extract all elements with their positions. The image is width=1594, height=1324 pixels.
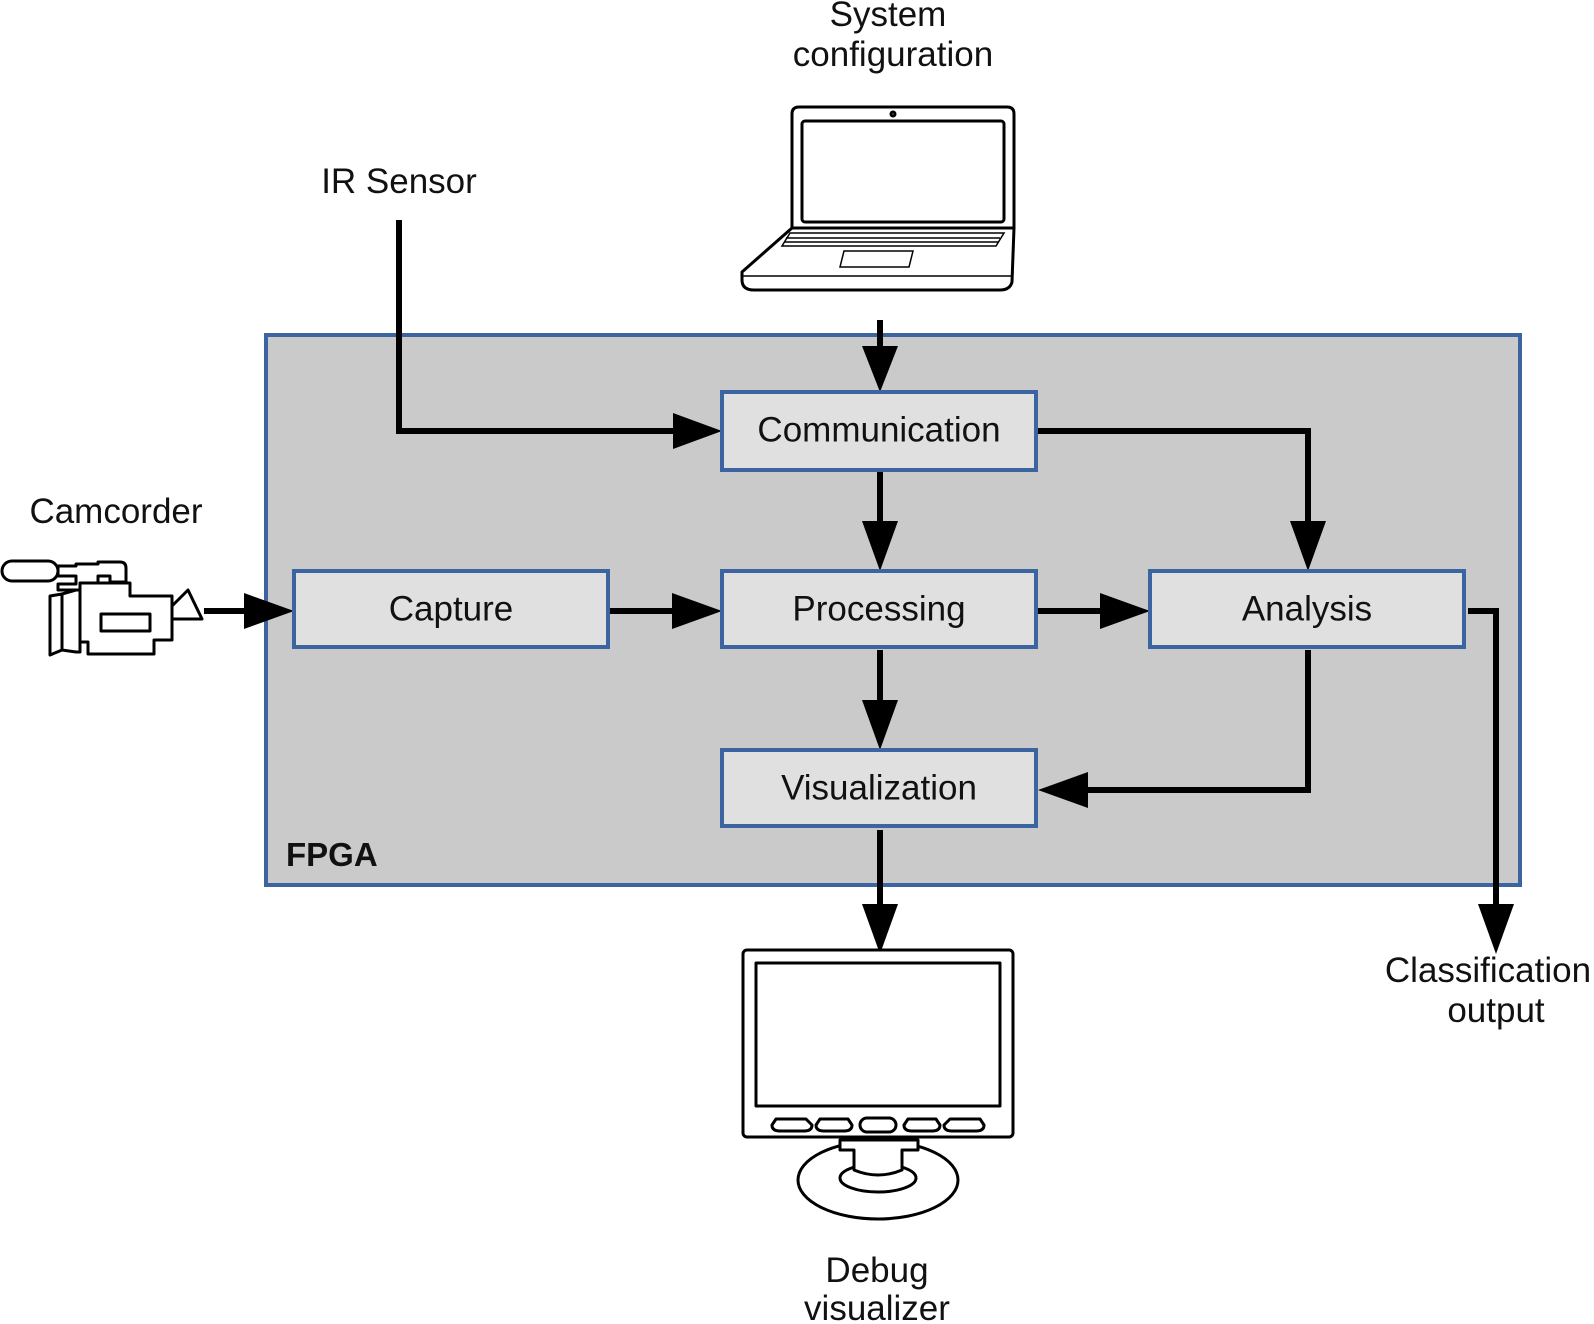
communication-box: [720, 390, 1038, 472]
arrowhead-analysis-left: [1100, 593, 1150, 629]
arrowhead-processing-top: [862, 521, 898, 571]
arrow-ir-sensor-to-communication: [396, 220, 678, 434]
arrowhead-visualization-right: [1038, 772, 1088, 808]
ir-sensor-label: IR Sensor: [321, 162, 477, 201]
arrow-analysis-to-visualization: [1084, 650, 1311, 793]
visualization-label: Visualization: [781, 768, 977, 807]
block-visualization: Visualization: [720, 748, 1038, 828]
monitor-icon: [741, 948, 1015, 1221]
arrowhead-processing-left: [672, 593, 722, 629]
system-configuration-label-line1: System: [830, 0, 947, 34]
block-communication: Communication: [720, 390, 1038, 472]
classification-output-label-line1: Classification: [1385, 951, 1591, 990]
classification-output-label-line2: output: [1447, 991, 1545, 1030]
capture-box: [292, 569, 610, 649]
arrowhead-analysis-top: [1290, 521, 1326, 571]
system-configuration-label-line2: configuration: [793, 35, 993, 74]
arrowhead-communication-left: [673, 413, 722, 449]
communication-label: Communication: [757, 410, 1000, 449]
camcorder-icon: [0, 559, 204, 657]
laptop-icon: [740, 105, 1016, 292]
block-capture: Capture: [292, 569, 610, 649]
arrowhead-classification: [1478, 904, 1514, 954]
debug-visualizer-label-line1: Debug: [825, 1251, 928, 1290]
block-analysis: Analysis: [1148, 569, 1466, 649]
visualization-box: [720, 748, 1038, 828]
arrowhead-visualization-top: [862, 700, 898, 750]
analysis-label: Analysis: [1242, 589, 1372, 628]
arrowhead-communication-top: [862, 346, 898, 392]
capture-label: Capture: [389, 589, 514, 628]
arrowhead-debug-visualizer: [862, 904, 898, 954]
arrow-analysis-to-classification: [1468, 608, 1499, 908]
camcorder-label: Camcorder: [29, 492, 202, 531]
fpga-label: FPGA: [286, 836, 378, 873]
debug-visualizer-label-line2: visualizer: [804, 1289, 950, 1324]
processing-label: Processing: [792, 589, 965, 628]
connectors: [204, 220, 1514, 954]
processing-box: [720, 569, 1038, 649]
analysis-box: [1148, 569, 1466, 649]
arrow-communication-to-analysis: [1036, 428, 1311, 525]
block-processing: Processing: [720, 569, 1038, 649]
arrowhead-capture-left: [244, 593, 294, 629]
